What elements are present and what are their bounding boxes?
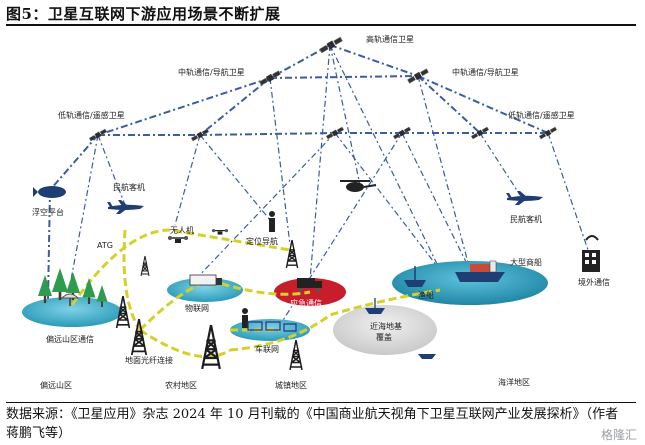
label-remote: 偏远山区通信: [46, 334, 94, 344]
plane-right-icon: [506, 191, 543, 205]
person-nav-icon: [269, 211, 275, 232]
tower-5-icon: [289, 340, 303, 370]
label-platform: 浮空平台: [32, 207, 64, 217]
title-rule: [6, 24, 636, 26]
satellite-dish-icon: [60, 293, 80, 306]
remote-island: [22, 297, 122, 327]
label-civil-left: 民航客机: [113, 182, 145, 192]
geo-satellite-icon: [318, 35, 344, 55]
helicopter-icon: [340, 180, 377, 192]
iot-truck-icon: [189, 274, 222, 286]
downlinks: [69, 44, 589, 326]
drone-small-icon: [212, 229, 228, 236]
cargo-ship-icon: [455, 260, 505, 282]
label-border: 境外通信: [578, 277, 610, 287]
satellite-links: [47, 44, 549, 301]
figure-title: 图5：卫星互联网下游应用场景不断扩展: [6, 5, 281, 23]
plane-left-icon: [107, 200, 144, 214]
tower-3-icon: [201, 325, 221, 369]
label-ground: 地面光纤连接: [125, 355, 173, 365]
label-civil-right: 民航客机: [510, 214, 542, 224]
label-emergency: 应急通信: [290, 298, 322, 308]
vehicle-grid-icon: [247, 321, 297, 332]
meo-satellite-left-icon: [258, 69, 282, 87]
label-leo-right: 低轨通信/遥感卫星: [508, 110, 575, 120]
label-nav: 定位导航: [246, 236, 278, 246]
label-drone: 无人机: [170, 225, 194, 235]
tower-6-icon: [140, 255, 150, 277]
label-meo-right: 中轨通信/导航卫星: [452, 67, 519, 77]
tower-4-icon: [285, 240, 299, 268]
airship-icon: [33, 186, 66, 198]
emergency-truck-icon: [297, 278, 322, 292]
label-area-urban: 城镇地区: [275, 380, 307, 390]
label-atg: ATG: [97, 241, 113, 250]
bottom-rule: [6, 402, 636, 403]
label-offshore-1: 近海地基: [370, 321, 402, 331]
label-ship-big: 大型商船: [510, 257, 542, 267]
label-leo-left: 低轨通信/遥感卫星: [58, 110, 125, 120]
offshore-boat-2-icon: [418, 354, 436, 359]
offshore-zone: [333, 305, 437, 355]
label-area-ocean: 海洋地区: [498, 377, 530, 387]
label-meo-left: 中轨通信/导航卫星: [178, 67, 245, 77]
watermark-logo: 格隆汇: [600, 428, 637, 442]
label-geo: 高轨通信卫星: [366, 34, 414, 44]
ocean-zone: [392, 261, 548, 305]
label-fishing: 渔船: [418, 290, 434, 300]
label-vehicle: 车联网: [255, 344, 279, 354]
source-note: 数据来源：《卫星应用》杂志 2024 年 10 月刊载的《中国商业航天视角下卫星…: [6, 407, 619, 441]
drone-icon: [168, 236, 188, 244]
fishing-boat-icon: [404, 266, 426, 287]
label-offshore-2: 覆盖: [376, 332, 392, 342]
offshore-boat-1-icon: [365, 298, 385, 314]
building-icon: [582, 235, 600, 272]
person-icon: [242, 308, 248, 328]
label-area-rural: 农村地区: [165, 380, 197, 390]
label-logistics: 物联网: [185, 303, 209, 313]
label-area-remote: 偏远山区: [40, 380, 72, 390]
